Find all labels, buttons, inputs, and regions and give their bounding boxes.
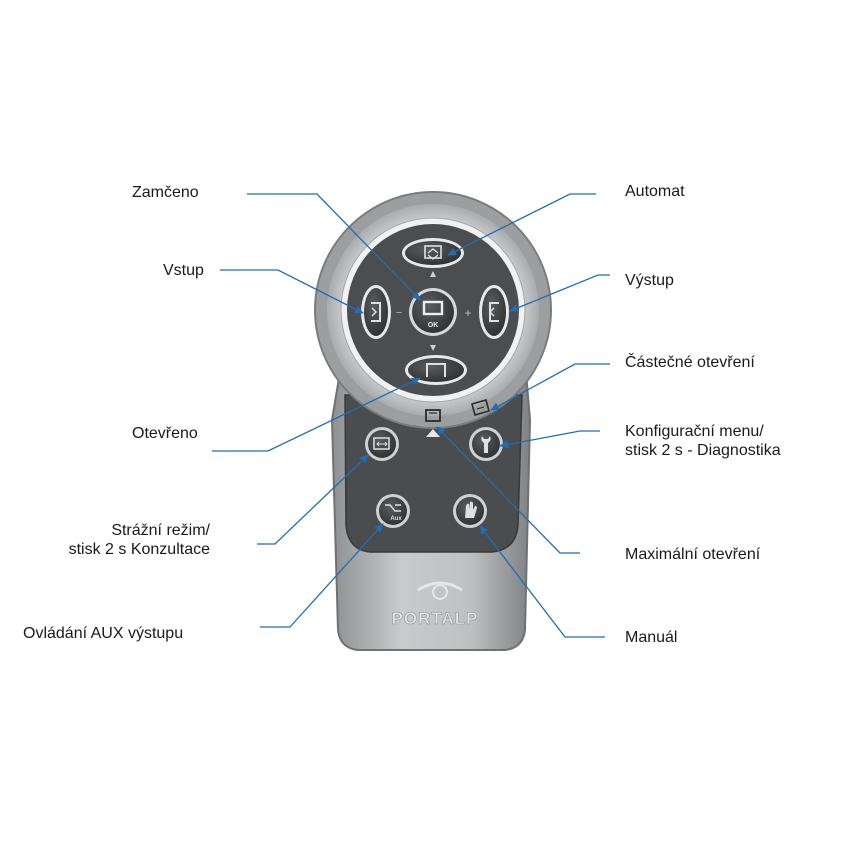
direction-indicators: − + xyxy=(396,271,472,351)
label-maximalni: Maximální otevření xyxy=(625,546,761,563)
up-button-automat[interactable] xyxy=(402,238,464,268)
label-manual: Manuál xyxy=(625,629,678,646)
leader-vstup xyxy=(220,269,364,314)
minus-sign: − xyxy=(396,307,402,319)
leader-maximalni xyxy=(436,426,580,554)
label-konfig: Konfigurační menu/ stisk 2 s - Diagnosti… xyxy=(625,422,781,460)
label-konfig-line2: stisk 2 s - Diagnostika xyxy=(625,442,781,459)
brand-name: PORTALP xyxy=(392,609,479,628)
ok-label: OK xyxy=(428,322,439,329)
ok-button-zamceno[interactable]: OK xyxy=(409,288,457,336)
label-vystup: Výstup xyxy=(625,272,674,289)
plus-sign: + xyxy=(464,306,471,320)
aux-label: Aux xyxy=(390,516,402,522)
leader-zamceno xyxy=(247,193,421,301)
label-automat: Automat xyxy=(625,183,685,200)
label-vstup: Vstup xyxy=(163,262,204,279)
label-zamceno: Zamčeno xyxy=(132,184,199,201)
partial-opening-indicator xyxy=(471,399,490,416)
leader-otevreno xyxy=(212,377,421,452)
leader-konfig xyxy=(499,430,600,449)
leader-automat xyxy=(447,193,596,256)
leader-strazni xyxy=(257,454,369,545)
leader-vystup xyxy=(509,274,610,312)
left-button-vstup[interactable] xyxy=(361,285,391,339)
label-strazni-line2: stisk 2 s Konzultace xyxy=(68,541,210,558)
label-konfig-line1: Konfigurační menu/ xyxy=(625,423,764,440)
aux-button[interactable]: Aux xyxy=(376,494,410,528)
down-button-otevreno[interactable] xyxy=(405,355,467,385)
config-menu-button[interactable] xyxy=(469,427,503,461)
leader-manual xyxy=(479,525,605,638)
leader-castecne xyxy=(490,363,610,411)
right-button-vystup[interactable] xyxy=(479,285,509,339)
label-castecne: Částečné otevření xyxy=(625,354,755,371)
guard-mode-button[interactable] xyxy=(365,427,399,461)
leader-lines xyxy=(212,193,610,638)
leader-aux xyxy=(260,523,384,628)
label-strazni: Strážní režim/ stisk 2 s Konzultace xyxy=(0,521,210,559)
label-strazni-line1: Strážní režim/ xyxy=(111,522,210,539)
manual-button[interactable] xyxy=(453,494,487,528)
label-otevreno: Otevřeno xyxy=(132,425,198,442)
label-aux: Ovládání AUX výstupu xyxy=(23,625,184,642)
portalp-logo: PORTALP xyxy=(391,581,479,628)
